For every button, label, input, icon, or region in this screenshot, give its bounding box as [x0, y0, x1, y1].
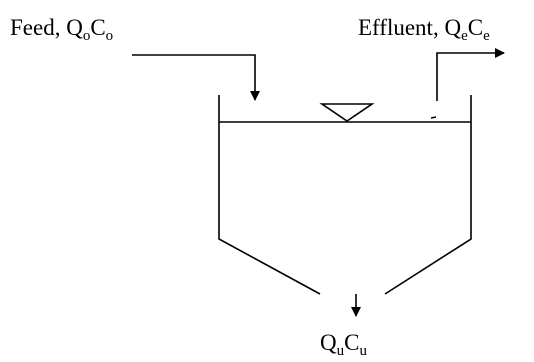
effluent-label: Effluent, QeCe — [358, 15, 490, 44]
feed-label: Feed, QoCo — [10, 15, 113, 44]
effluent-pipe — [436, 48, 505, 101]
underflow-label: QuCu — [320, 330, 367, 359]
water-level-triangle-icon — [319, 103, 375, 122]
tank-left-wall — [218, 95, 321, 295]
tank-right-wall — [384, 95, 472, 295]
feed-pipe — [132, 54, 260, 101]
weir-mark — [430, 116, 437, 119]
